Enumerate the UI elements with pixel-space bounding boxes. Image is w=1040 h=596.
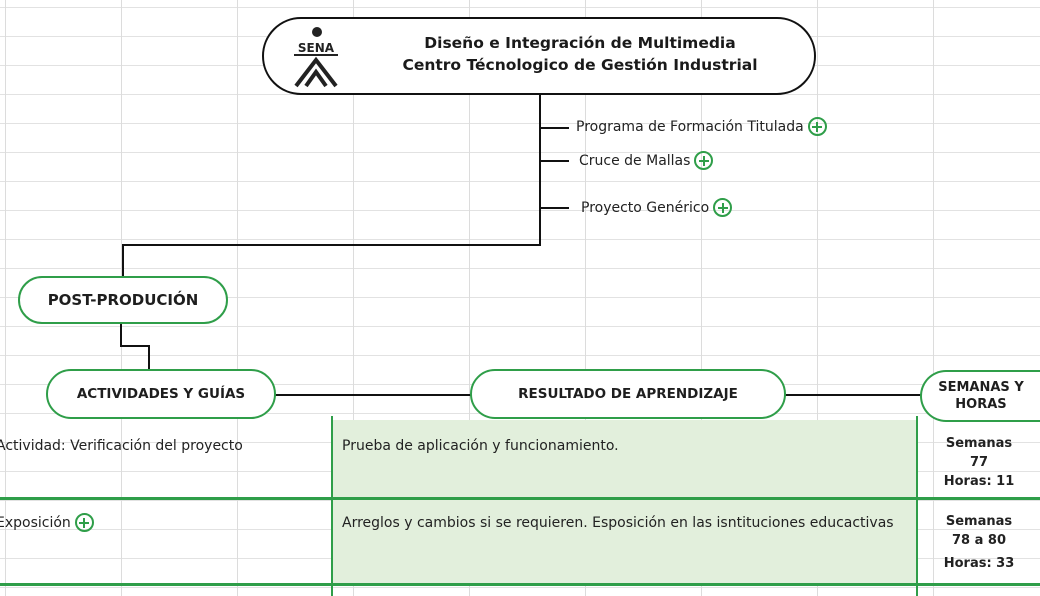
connector-branch-3 [539, 207, 569, 209]
connector-branch-2 [539, 160, 569, 162]
activities-label: ACTIVIDADES Y GUÍAS [76, 386, 246, 402]
result-text: Arreglos y cambios si se requieren. Espo… [342, 515, 894, 531]
hours-value: Horas: 11 [943, 474, 1015, 489]
table-row-separator-2 [0, 583, 1040, 586]
column-header-weeks: SEMANAS Y HORAS [920, 370, 1040, 422]
results-label: RESULTADO DE APRENDIZAJE [518, 386, 738, 402]
table-row-activity: Actividad: Verificación del proyecto [0, 438, 332, 454]
weeks-label-line2: HORAS [955, 397, 1007, 412]
branch-label: Proyecto Genérico [581, 199, 710, 216]
branch-programa-formacion[interactable]: Programa de Formación Titulada [576, 117, 827, 136]
weeks-label: Semanas [945, 436, 1013, 451]
connector-branch-1 [539, 127, 569, 129]
column-header-results: RESULTADO DE APRENDIZAJE [470, 369, 786, 419]
header-title: Diseño e Integración de Multimedia [424, 34, 736, 52]
connector-phase-top [122, 244, 124, 277]
branch-label: Programa de Formación Titulada [576, 118, 804, 135]
connector-columns-2 [785, 394, 921, 396]
branch-label: Cruce de Mallas [579, 152, 691, 169]
connector-to-activities [148, 345, 150, 370]
table-row-result: Prueba de aplicación y funcionamiento. [342, 438, 907, 454]
branch-cruce-mallas[interactable]: Cruce de Mallas [579, 151, 714, 170]
phase-label: POST-PRODUCIÓN [47, 291, 199, 309]
phase-post-produccion-pill: POST-PRODUCIÓN [18, 276, 228, 324]
connector-header-down [539, 94, 541, 246]
plus-circle-icon[interactable] [694, 151, 714, 170]
table-row-separator-1 [0, 497, 1040, 500]
table-divider-right [916, 416, 918, 596]
result-cell-bg-1 [333, 420, 917, 498]
sena-logo-text: SENA [298, 41, 335, 55]
table-row-result: Arreglos y cambios si se requieren. Espo… [342, 514, 910, 533]
plus-circle-icon[interactable] [74, 513, 94, 532]
plus-circle-icon[interactable] [713, 198, 733, 217]
header-titles: Diseño e Integración de Multimedia Centr… [360, 32, 800, 76]
result-cell-bg-2 [333, 500, 917, 583]
column-header-activities: ACTIVIDADES Y GUÍAS [46, 369, 276, 419]
weeks-value: 77 [969, 455, 989, 470]
activity-text: Actividad: Verificación del proyecto [0, 438, 243, 454]
weeks-label: Semanas [945, 514, 1013, 529]
table-row-weeks: Semanas 78 a 80 Horas: 33 [920, 512, 1038, 573]
hours-value: Horas: 33 [943, 556, 1015, 571]
connector-phase-step [120, 345, 150, 347]
weeks-value: 78 a 80 [951, 533, 1006, 548]
connector-columns-1 [275, 394, 471, 396]
connector-phase-bottom [120, 323, 122, 346]
result-text: Prueba de aplicación y funcionamiento. [342, 438, 619, 454]
table-divider-left [331, 416, 333, 596]
branch-proyecto-generico[interactable]: Proyecto Genérico [581, 198, 733, 217]
plus-circle-icon[interactable] [807, 117, 827, 136]
table-row-activity[interactable]: Exposición [0, 513, 94, 532]
activity-text: Exposición [0, 514, 71, 531]
connector-to-phase [122, 244, 541, 246]
sena-logo-icon: SENA [294, 27, 338, 88]
header-pill [262, 17, 816, 95]
weeks-label-line1: SEMANAS Y [938, 380, 1024, 395]
header-subtitle: Centro Técnologico de Gestión Industrial [402, 56, 758, 74]
table-row-weeks: Semanas 77 Horas: 11 [920, 434, 1038, 491]
